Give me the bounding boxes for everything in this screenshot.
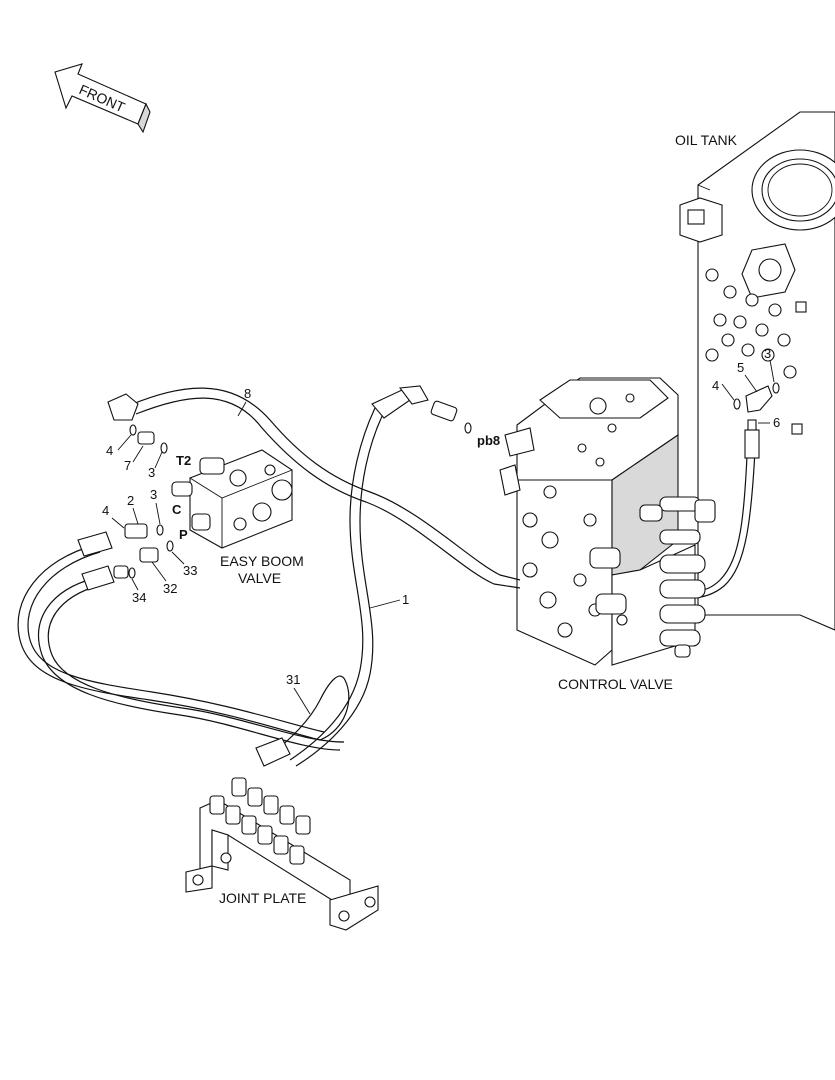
- callout-34: 34: [132, 590, 146, 605]
- callout-32: 32: [163, 581, 177, 596]
- port-label-c: C: [172, 502, 182, 517]
- valve-spools: [589, 496, 716, 658]
- callout-4-upper: 4: [106, 443, 113, 458]
- front-arrow: FRONT: [54, 63, 151, 134]
- callout-1: 1: [402, 592, 409, 607]
- callout-31: 31: [286, 672, 300, 687]
- oil-tank-label: OIL TANK: [675, 132, 738, 148]
- control-valve: CONTROL VALVE: [499, 377, 716, 692]
- easy-boom-valve-label-2: VALVE: [238, 570, 281, 586]
- joint-plate-fittings: [209, 777, 311, 865]
- callout-4-tank: 4: [712, 378, 719, 393]
- port-label-p: P: [179, 527, 188, 542]
- oil-tank: OIL TANK: [675, 111, 835, 631]
- hose-1: [289, 385, 429, 767]
- callout-4-middle: 4: [102, 503, 109, 518]
- callout-33: 33: [183, 563, 197, 578]
- hose-8: [107, 387, 521, 589]
- control-valve-label: CONTROL VALVE: [558, 676, 673, 692]
- fittings-easy-boom: [113, 424, 174, 579]
- easy-boom-valve-label-1: EASY BOOM: [220, 553, 304, 569]
- pb8-fitting: pb8: [430, 400, 500, 448]
- callout-7: 7: [124, 458, 131, 473]
- callout-3-middle: 3: [150, 487, 157, 502]
- joint-plate-label: JOINT PLATE: [219, 890, 306, 906]
- callout-2: 2: [127, 493, 134, 508]
- hose-6: [689, 429, 760, 599]
- port-label-t2: T2: [176, 453, 191, 468]
- port-label-pb8: pb8: [477, 433, 500, 448]
- easy-boom-valve: EASY BOOM VALVE: [171, 449, 304, 586]
- callout-6: 6: [773, 415, 780, 430]
- callout-5: 5: [737, 360, 744, 375]
- tank-outlet-fittings: 4 5 3 6: [712, 346, 780, 431]
- joint-plate: JOINT PLATE: [185, 777, 379, 931]
- hoses-31: [17, 531, 350, 767]
- callout-8: 8: [244, 386, 251, 401]
- callout-3-tank: 3: [764, 346, 771, 361]
- callout-3-upper: 3: [148, 465, 155, 480]
